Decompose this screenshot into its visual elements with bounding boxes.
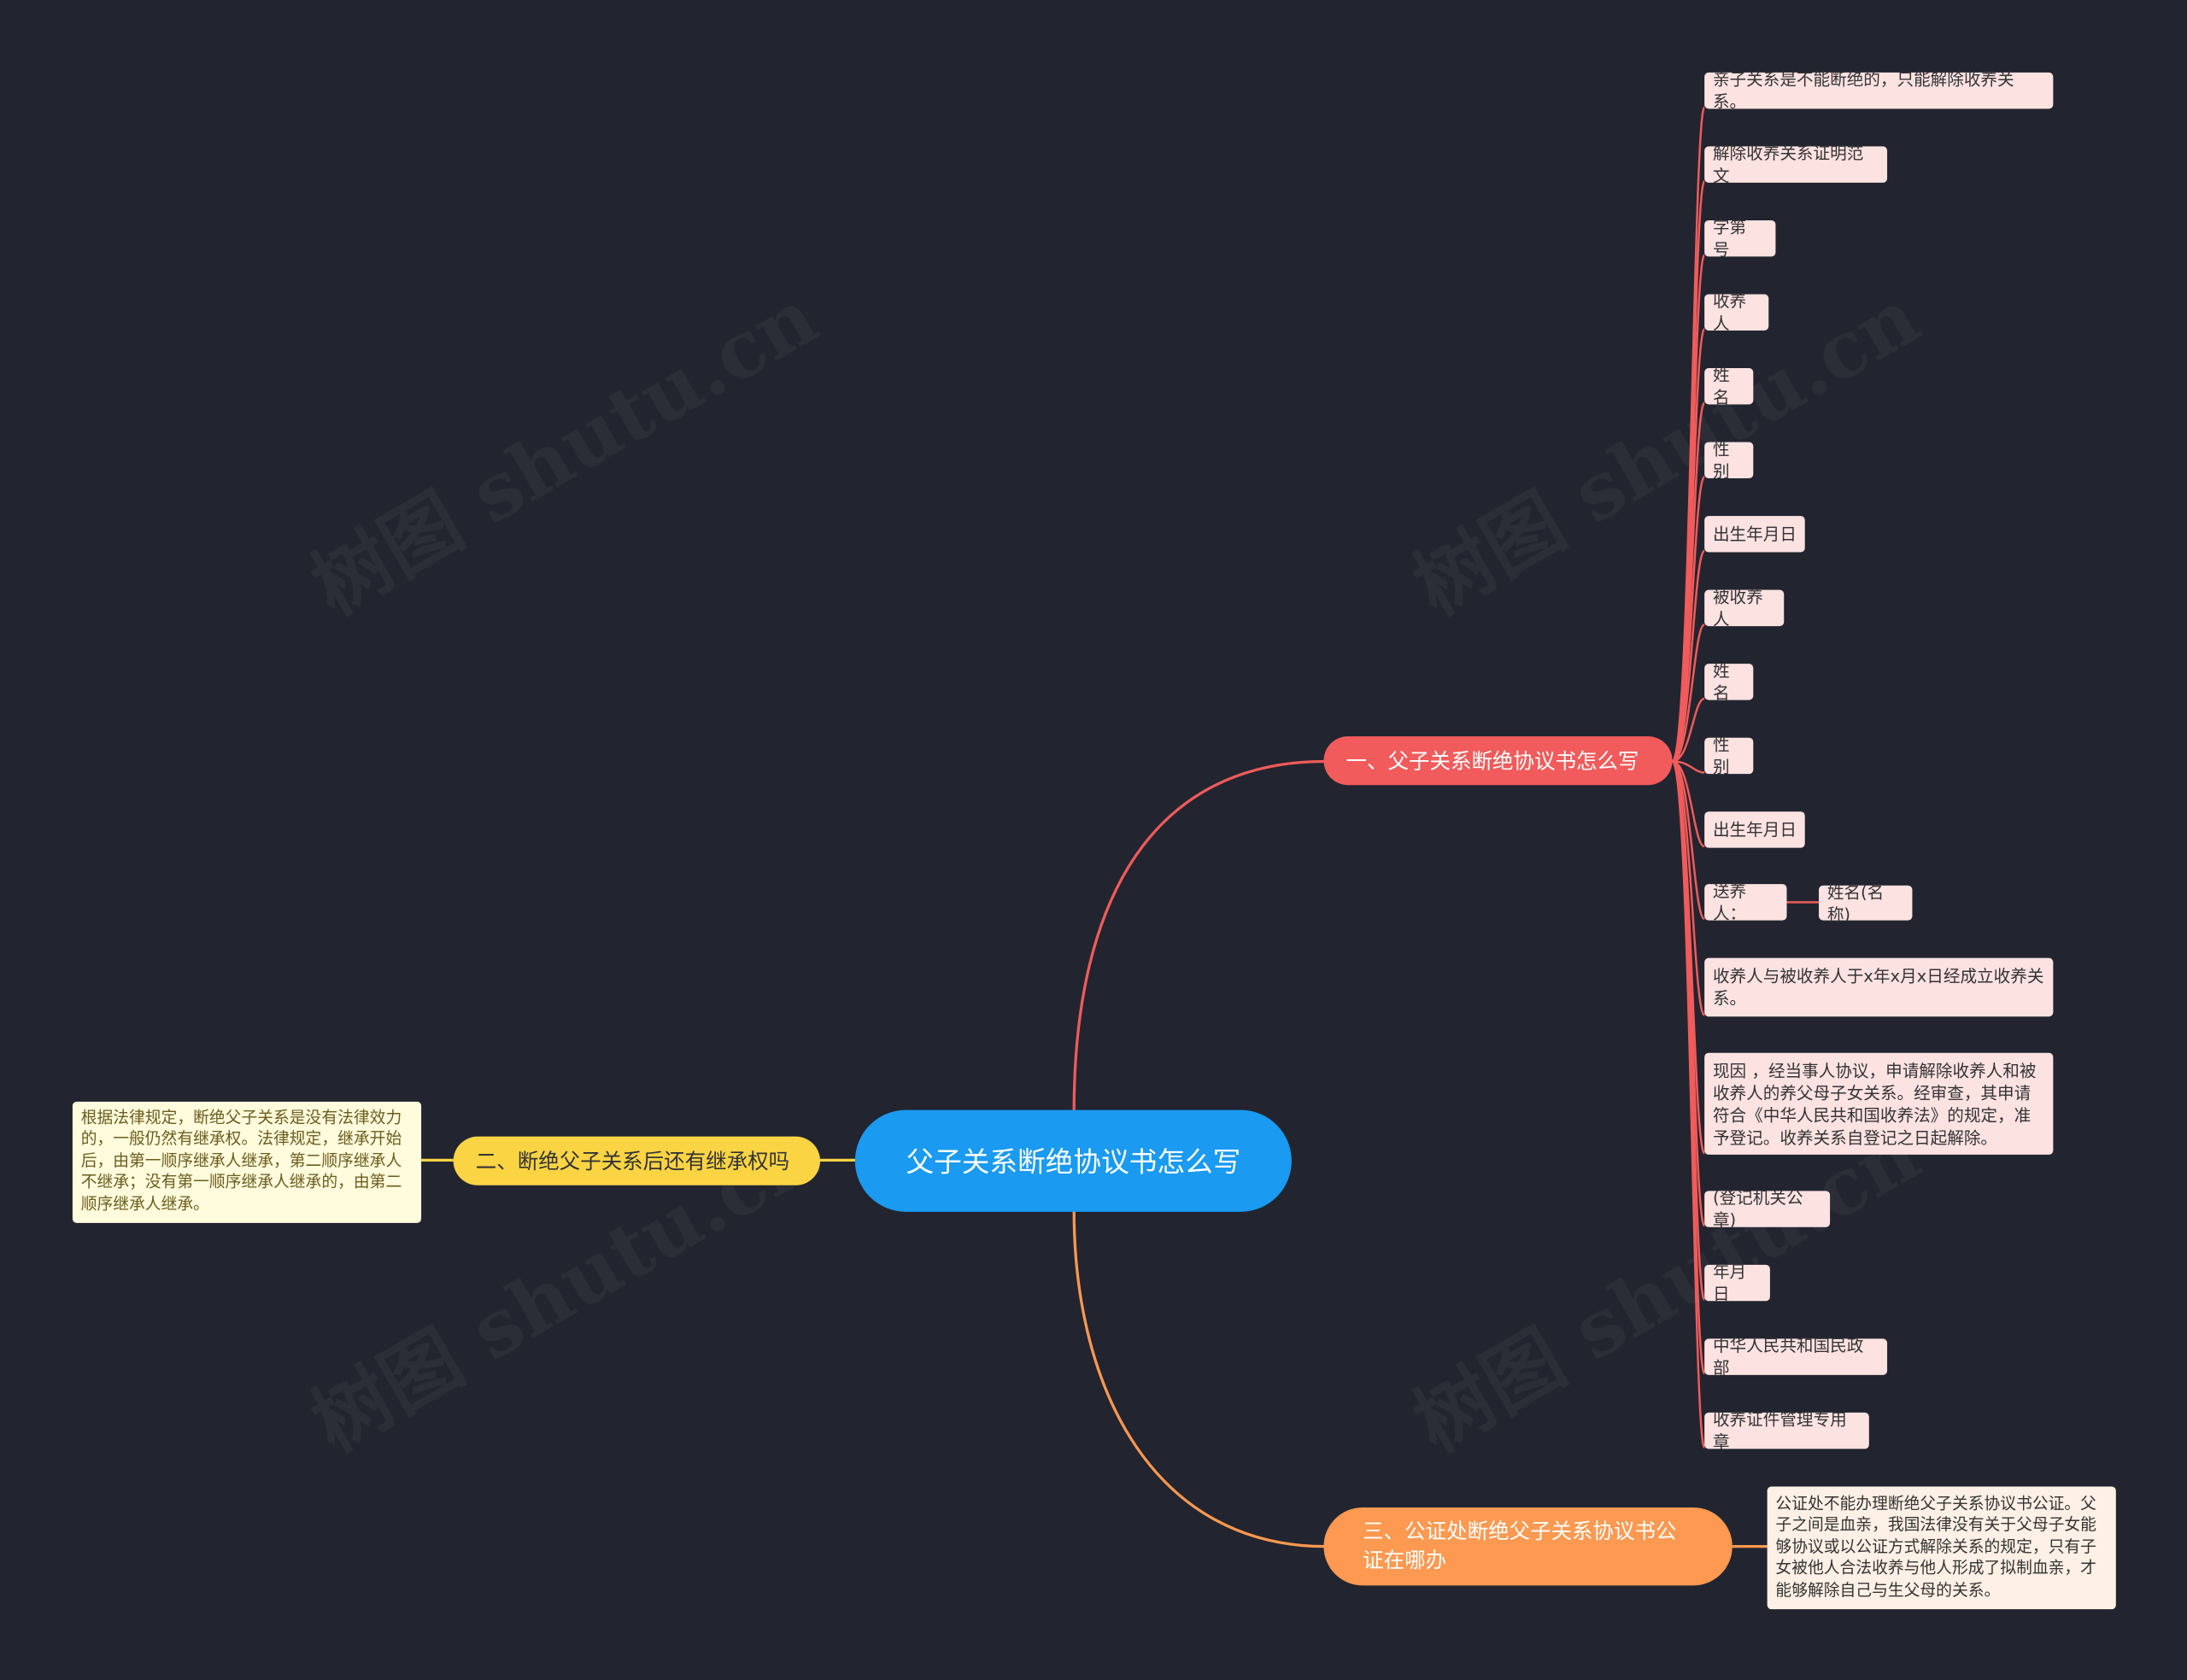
- branch1-leaf[interactable]: 年月日: [1704, 1262, 1770, 1304]
- branch1-leaf[interactable]: 收养人: [1704, 291, 1769, 333]
- branch1-leaf[interactable]: 亲子关系是不能断绝的，只能解除收养关系。: [1704, 70, 2054, 112]
- leaf-label: 出生年月日: [1712, 820, 1797, 840]
- leaf-label: 被收养人: [1712, 587, 1763, 629]
- leaf-label: 年月日: [1712, 1261, 1747, 1304]
- note-text: 根据法律规定，断绝父子关系是没有法律效力的，一般仍然有继承权。法律规定，继承开始…: [80, 1107, 402, 1213]
- branch-node-1[interactable]: 一、父子关系断绝协议书怎么写: [1323, 736, 1673, 786]
- leaf-connector: [1671, 549, 1706, 763]
- branch1-leaf[interactable]: 性别: [1704, 735, 1754, 776]
- branch3-note[interactable]: 公证处不能办理断绝父子关系协议书公证。父子之间是血亲，我国法律没有关于父母子女能…: [1767, 1486, 2116, 1610]
- leaf-connector: [1671, 476, 1706, 763]
- leaf-label: 亲子关系是不能断绝的，只能解除收养关系。: [1712, 69, 2014, 112]
- branch1-leaf[interactable]: 被收养人: [1704, 587, 1785, 629]
- leaf-label: 性别: [1712, 439, 1730, 482]
- leaf-label: 送养人：: [1712, 881, 1747, 923]
- leaf-label: 收养人: [1712, 291, 1747, 334]
- leaf-connector: [1672, 697, 1705, 763]
- branch1-leaf[interactable]: 出生年月日: [1704, 516, 1805, 553]
- leaf-label: 性别: [1712, 735, 1730, 777]
- sub-item-name[interactable]: 姓名(名称): [1819, 882, 1913, 924]
- leaf-label: 姓名: [1712, 365, 1730, 407]
- leaf-connector: [1672, 760, 1705, 848]
- leaf-label: (登记机关公章): [1712, 1188, 1803, 1231]
- branch1-leaf[interactable]: 姓名: [1704, 366, 1754, 407]
- branch-node-3[interactable]: 三、公证处断绝父子关系协议书公证在哪办: [1323, 1507, 1733, 1586]
- sub-item-label: 姓名(名称): [1826, 881, 1885, 924]
- branch1-leaf[interactable]: 收养证件管理专用章: [1704, 1410, 1869, 1452]
- branch1-leaf[interactable]: 解除收养关系证明范文: [1704, 143, 1888, 185]
- leaf-label: 字第 号: [1712, 217, 1747, 260]
- root-label: 父子关系断绝协议书怎么写: [906, 1144, 1241, 1178]
- leaf-connector: [1672, 623, 1706, 763]
- branch1-leaf[interactable]: 现因 ，经当事人协议，申请解除收养人和被收养人的养父母子女关系。经审查，其申请符…: [1704, 1052, 2054, 1155]
- branch1-leaf[interactable]: (登记机关公章): [1704, 1188, 1831, 1230]
- leaf-connector: [1671, 760, 1706, 1449]
- branch2-note[interactable]: 根据法律规定，断绝父子关系是没有法律效力的，一般仍然有继承权。法律规定，继承开始…: [72, 1101, 422, 1223]
- branch1-leaf[interactable]: 字第 号: [1704, 218, 1776, 260]
- leaf-label: 收养证件管理专用章: [1712, 1409, 1847, 1452]
- leaf-connector: [1672, 760, 1705, 774]
- branch1-leaf[interactable]: 中华人民共和国民政部: [1704, 1336, 1888, 1378]
- leaf-label: 中华人民共和国民政部: [1712, 1336, 1864, 1379]
- leaf-connector: [1671, 760, 1706, 1016]
- branch-label: 一、父子关系断绝协议书怎么写: [1346, 748, 1639, 775]
- leaf-label: 收养人与被收养人于x年x月x日经成立收养关系。: [1712, 966, 2044, 1009]
- branch-label: 二、断绝父子关系后还有继承权吗: [475, 1149, 790, 1174]
- branch1-leaf[interactable]: 出生年月日: [1704, 811, 1805, 848]
- leaf-connector: [1672, 760, 1706, 921]
- leaf-label: 出生年月日: [1712, 524, 1797, 544]
- branch1-leaf[interactable]: 性别: [1704, 439, 1754, 481]
- branch1-leaf[interactable]: 姓名: [1704, 661, 1754, 703]
- branch1-leaf[interactable]: 收养人与被收养人于x年x月x日经成立收养关系。: [1704, 957, 2054, 1017]
- root-node[interactable]: 父子关系断绝协议书怎么写: [854, 1109, 1292, 1212]
- note-text: 公证处不能办理断绝父子关系协议书公证。父子之间是血亲，我国法律没有关于父母子女能…: [1775, 1493, 2096, 1600]
- branch-label: 三、公证处断绝父子关系协议书公证在哪办: [1363, 1519, 1677, 1573]
- branch1-leaf[interactable]: 送养人：: [1704, 881, 1787, 923]
- branch-node-2[interactable]: 二、断绝父子关系后还有继承权吗: [453, 1136, 821, 1185]
- leaf-label: 姓名: [1712, 660, 1730, 703]
- leaf-label: 解除收养关系证明范文: [1712, 143, 1864, 186]
- leaf-label: 现因 ，经当事人协议，申请解除收养人和被收养人的养父母子女关系。经审查，其申请符…: [1712, 1060, 2037, 1147]
